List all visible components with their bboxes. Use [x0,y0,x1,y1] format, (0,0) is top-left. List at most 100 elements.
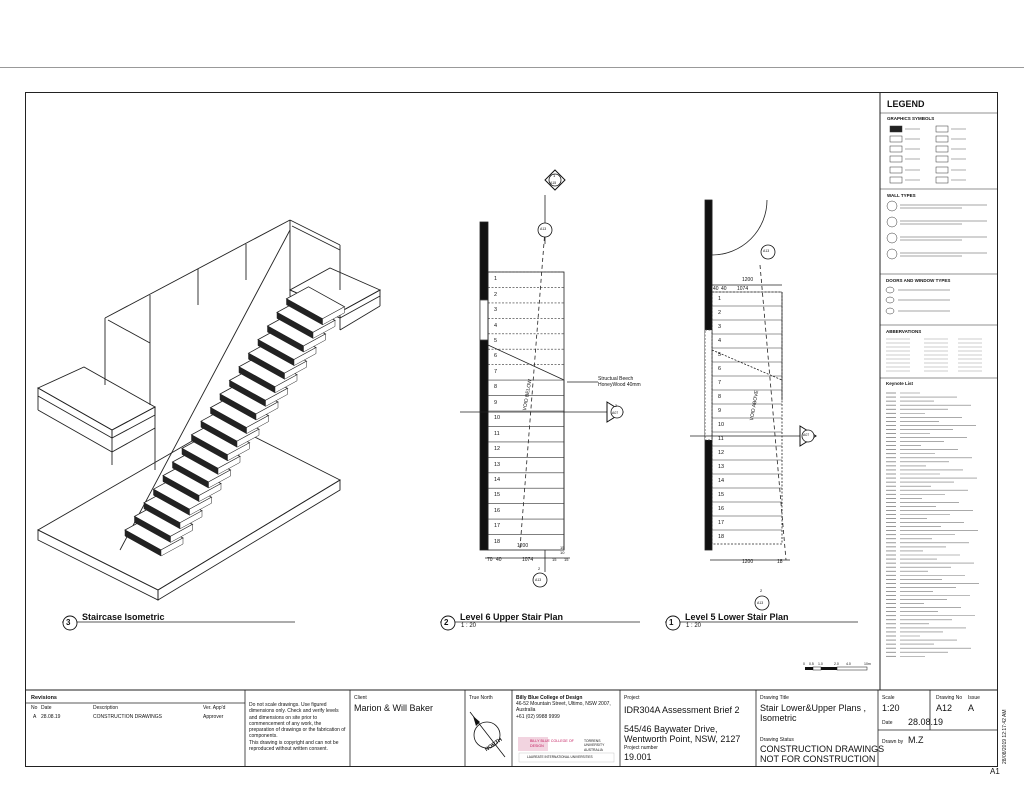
iso-step-side [255,401,279,421]
drawing-no-label: Drawing No [936,695,963,701]
iso-step-side [160,537,184,557]
legend-swatch [889,176,903,184]
rev-row-description: CONSTRUCTION DRAWINGS [93,714,162,720]
iso-step-side [312,319,336,339]
iso-step-side [284,360,307,380]
lower-elev-bottom: 2 [760,588,763,593]
upper-dim-width: 1200 [517,543,529,549]
drawing-notes: Do not scale drawings. Use figured dimen… [249,702,346,752]
legend-swatch [889,135,903,143]
step-number: 2 [494,291,498,298]
upper-section-top-num: 1 [553,173,556,178]
scale-label: Scale [882,695,895,701]
step-number: 8 [718,393,722,400]
lower-section-right-ref: A07 [803,433,810,437]
legend-door-window-types: DOORS AND WINDOW TYPES [886,278,951,283]
lower-dim-bottom-width: 1200 [742,559,754,565]
step-number: 3 [718,323,722,330]
step-number: 18 [718,533,725,540]
step-number: 16 [718,505,725,512]
drawing-title-label: Drawing Title [760,695,789,701]
rev-header-description: Description [93,705,119,711]
upper-section-marker-top [544,169,566,191]
title-block-grid [25,690,998,767]
step-number: 15 [494,492,501,499]
step-number: 1 [718,295,722,302]
iso-step-side [274,374,298,394]
scale-bar [805,666,868,671]
rev-header-no: No [31,705,38,711]
rev-row-date: 28.08.19 [41,714,61,720]
upper-dim-40: 40 [496,557,502,563]
legend-wall-types: WALL TYPES [887,193,916,198]
upper-elev-top: A13 [540,227,547,231]
upper-dim-15b: 15 [552,557,557,562]
upper-section-right-num: 2 [615,404,617,408]
scale-05: 0.5 [809,662,814,666]
drawing-sheet [0,67,1024,792]
step-number: 17 [718,519,725,526]
wall-type-tag [886,248,898,260]
rev-row-approved: Approver [203,714,224,720]
iso-step-side [265,387,288,407]
firm-name: Billy Blue College of Design [516,695,583,701]
step-number: 8 [494,384,498,391]
project-label: Project [624,695,640,701]
project-address: 545/46 Baywater Drive, Wentworth Point, … [624,724,741,745]
step-number: 13 [494,461,501,468]
upper-material-note: Structual Beech HoneyWood 40mm [598,376,641,388]
step-number: 6 [494,353,498,360]
door-type-tag [885,296,895,304]
iso-step-side [217,455,241,475]
iso-step-side [303,333,326,353]
legend-swatch [935,125,949,133]
logo-text: BILLY BLUE COLLEGE OF DESIGN [530,739,574,748]
step-number: 12 [718,449,725,456]
rev-header-approved: Ver. App'd [203,705,226,711]
lower-dim-bottom-18: 18 [777,559,783,565]
scale-1: 1.0 [818,662,823,666]
sheet-size: A1 [990,767,1000,776]
step-number: 10 [494,415,501,422]
logo3-text: LAUREATE INTERNATIONAL UNIVERSITIES [527,755,593,759]
step-number: 16 [494,507,501,514]
lower-plan-steps [712,291,782,531]
step-number: 14 [718,477,725,484]
rev-row-no: A [33,714,37,720]
project-number: 19.001 [624,752,652,762]
legend-swatch [889,125,903,133]
step-number: 7 [494,368,498,375]
scale-2: 2.0 [834,662,839,666]
upper-dim-15a: 15 [560,545,565,550]
legend-title: LEGEND [887,99,925,109]
revisions-label: Revisions [31,695,57,701]
legend-symbols [885,125,987,372]
upper-plan-steps [488,271,564,535]
step-number: 10 [718,421,725,428]
door-type-tag [885,286,895,294]
step-number: 18 [494,538,501,545]
drawing-status: CONSTRUCTION DRAWINGS NOT FOR CONSTRUCTI… [760,744,885,765]
upper-elev-bottom: 2 [538,566,541,571]
lower-elev-top: A13 [763,249,770,253]
wall-type-tag [886,200,898,212]
project-name: IDR304A Assessment Brief 2 [624,705,740,715]
view-1-number: 1 [669,618,674,627]
view-2-number: 2 [444,618,449,627]
step-number: 9 [718,407,722,414]
iso-step-side [227,442,250,462]
step-number: 2 [718,309,722,316]
project-number-label: Project number [624,745,658,751]
scale-value: 1:20 [882,703,900,713]
legend-swatch [889,155,903,163]
iso-step-side [322,306,345,326]
view-2-title: Level 6 Upper Stair Plan [460,612,564,622]
legend-swatch [935,166,949,174]
step-number: 11 [494,430,500,437]
legend-swatch [935,176,949,184]
iso-step-side [170,523,193,543]
legend-swatch [889,166,903,174]
iso-step-side [293,347,317,367]
step-number: 4 [718,337,722,344]
step-number: 15 [718,491,725,498]
